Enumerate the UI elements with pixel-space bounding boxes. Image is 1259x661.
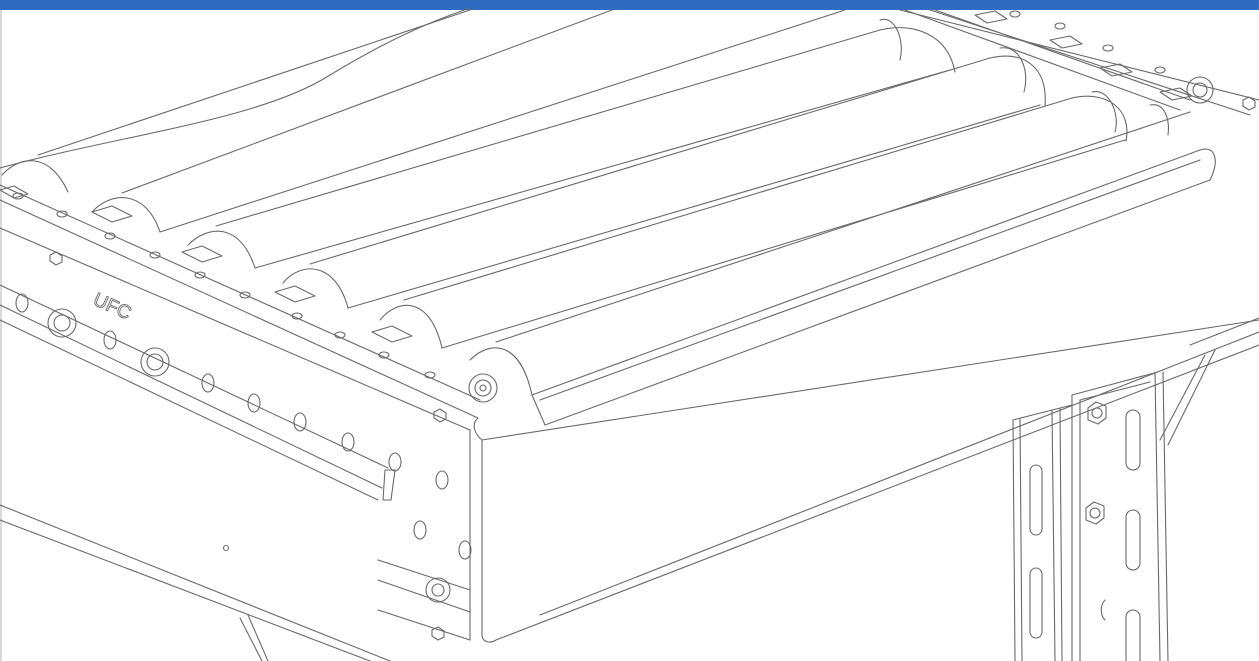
roller-bearing-caps <box>880 10 1190 135</box>
etched-ufc-mark: UFC <box>90 289 134 324</box>
support-leg-right <box>1072 372 1158 661</box>
guard-lip <box>532 149 1215 425</box>
front-side-rail <box>0 185 497 640</box>
roller-3 <box>188 28 955 268</box>
background-curve <box>0 8 470 168</box>
far-side-rail <box>900 10 1259 115</box>
roller-1 <box>2 10 470 192</box>
left-edge-border <box>0 10 2 661</box>
roller-6 <box>470 112 1200 395</box>
support-leg-left <box>1013 405 1105 661</box>
end-plate <box>378 320 1259 642</box>
top-accent-bar <box>0 0 1259 10</box>
roller-4 <box>283 56 1045 308</box>
front-channel-face: UFC <box>0 285 471 661</box>
lower-cross-member <box>240 615 268 661</box>
roller-2 <box>92 10 845 232</box>
support-bracket <box>1155 318 1259 661</box>
roller-5 <box>380 96 1127 348</box>
